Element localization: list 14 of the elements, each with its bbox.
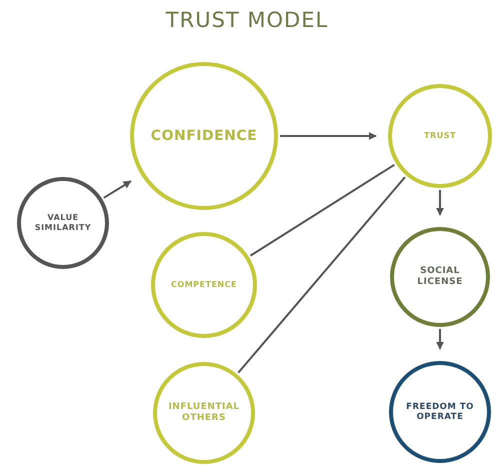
node-label: CONFIDENCE	[150, 128, 258, 144]
node-label: TRUST	[424, 131, 456, 141]
node-label: INFLUENTIAL OTHERS	[167, 402, 241, 424]
arrow	[280, 132, 377, 140]
connector-line	[238, 176, 406, 374]
arrow	[103, 180, 132, 199]
diagram-title: TRUST MODEL	[166, 8, 328, 32]
connector-line	[250, 164, 395, 256]
node-label: COMPETENCE	[171, 280, 237, 290]
node-label: SOCIAL LICENSE	[416, 266, 464, 288]
arrow	[436, 190, 444, 216]
node-label: FREEDOM TO OPERATE	[405, 402, 475, 422]
arrow	[436, 329, 444, 350]
node-label: VALUE SIMILARITY	[34, 213, 92, 233]
